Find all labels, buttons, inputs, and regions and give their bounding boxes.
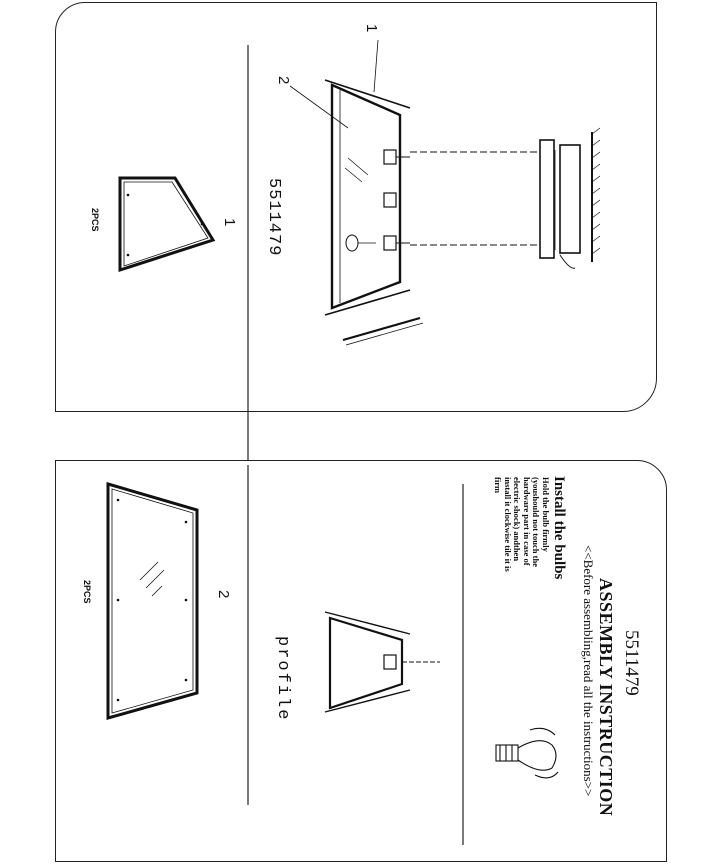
exploded-view-panel xyxy=(55,2,657,412)
section-title: Install the bulbs xyxy=(551,476,567,580)
part-2-number: 2 xyxy=(215,590,232,599)
part-2-quantity: 2PCS xyxy=(82,580,92,604)
callout-2: 2 xyxy=(275,76,292,85)
header-subtitle: <<Before assembling,read all the instruc… xyxy=(581,545,596,797)
diagram-model-number: 5511479 xyxy=(264,178,283,257)
callout-1: 1 xyxy=(363,24,380,33)
profile-label: profile xyxy=(273,636,292,722)
profile-drawing xyxy=(324,611,440,713)
part-1-glass-drawing xyxy=(118,176,216,273)
section-body: Hold the bulb firmly (youshould not touc… xyxy=(493,477,552,572)
part-2-glass-drawing xyxy=(106,481,199,720)
exploded-view-drawing xyxy=(289,39,601,346)
part-1-number: 1 xyxy=(221,218,238,227)
instruction-panel xyxy=(55,460,667,862)
part-1-quantity: 2PCS xyxy=(90,208,100,232)
header-title: ASSEMBLY INSTRUCTION xyxy=(596,578,616,817)
header-model-number: 5511479 xyxy=(621,630,642,696)
hand-bulb-icon xyxy=(495,727,559,779)
